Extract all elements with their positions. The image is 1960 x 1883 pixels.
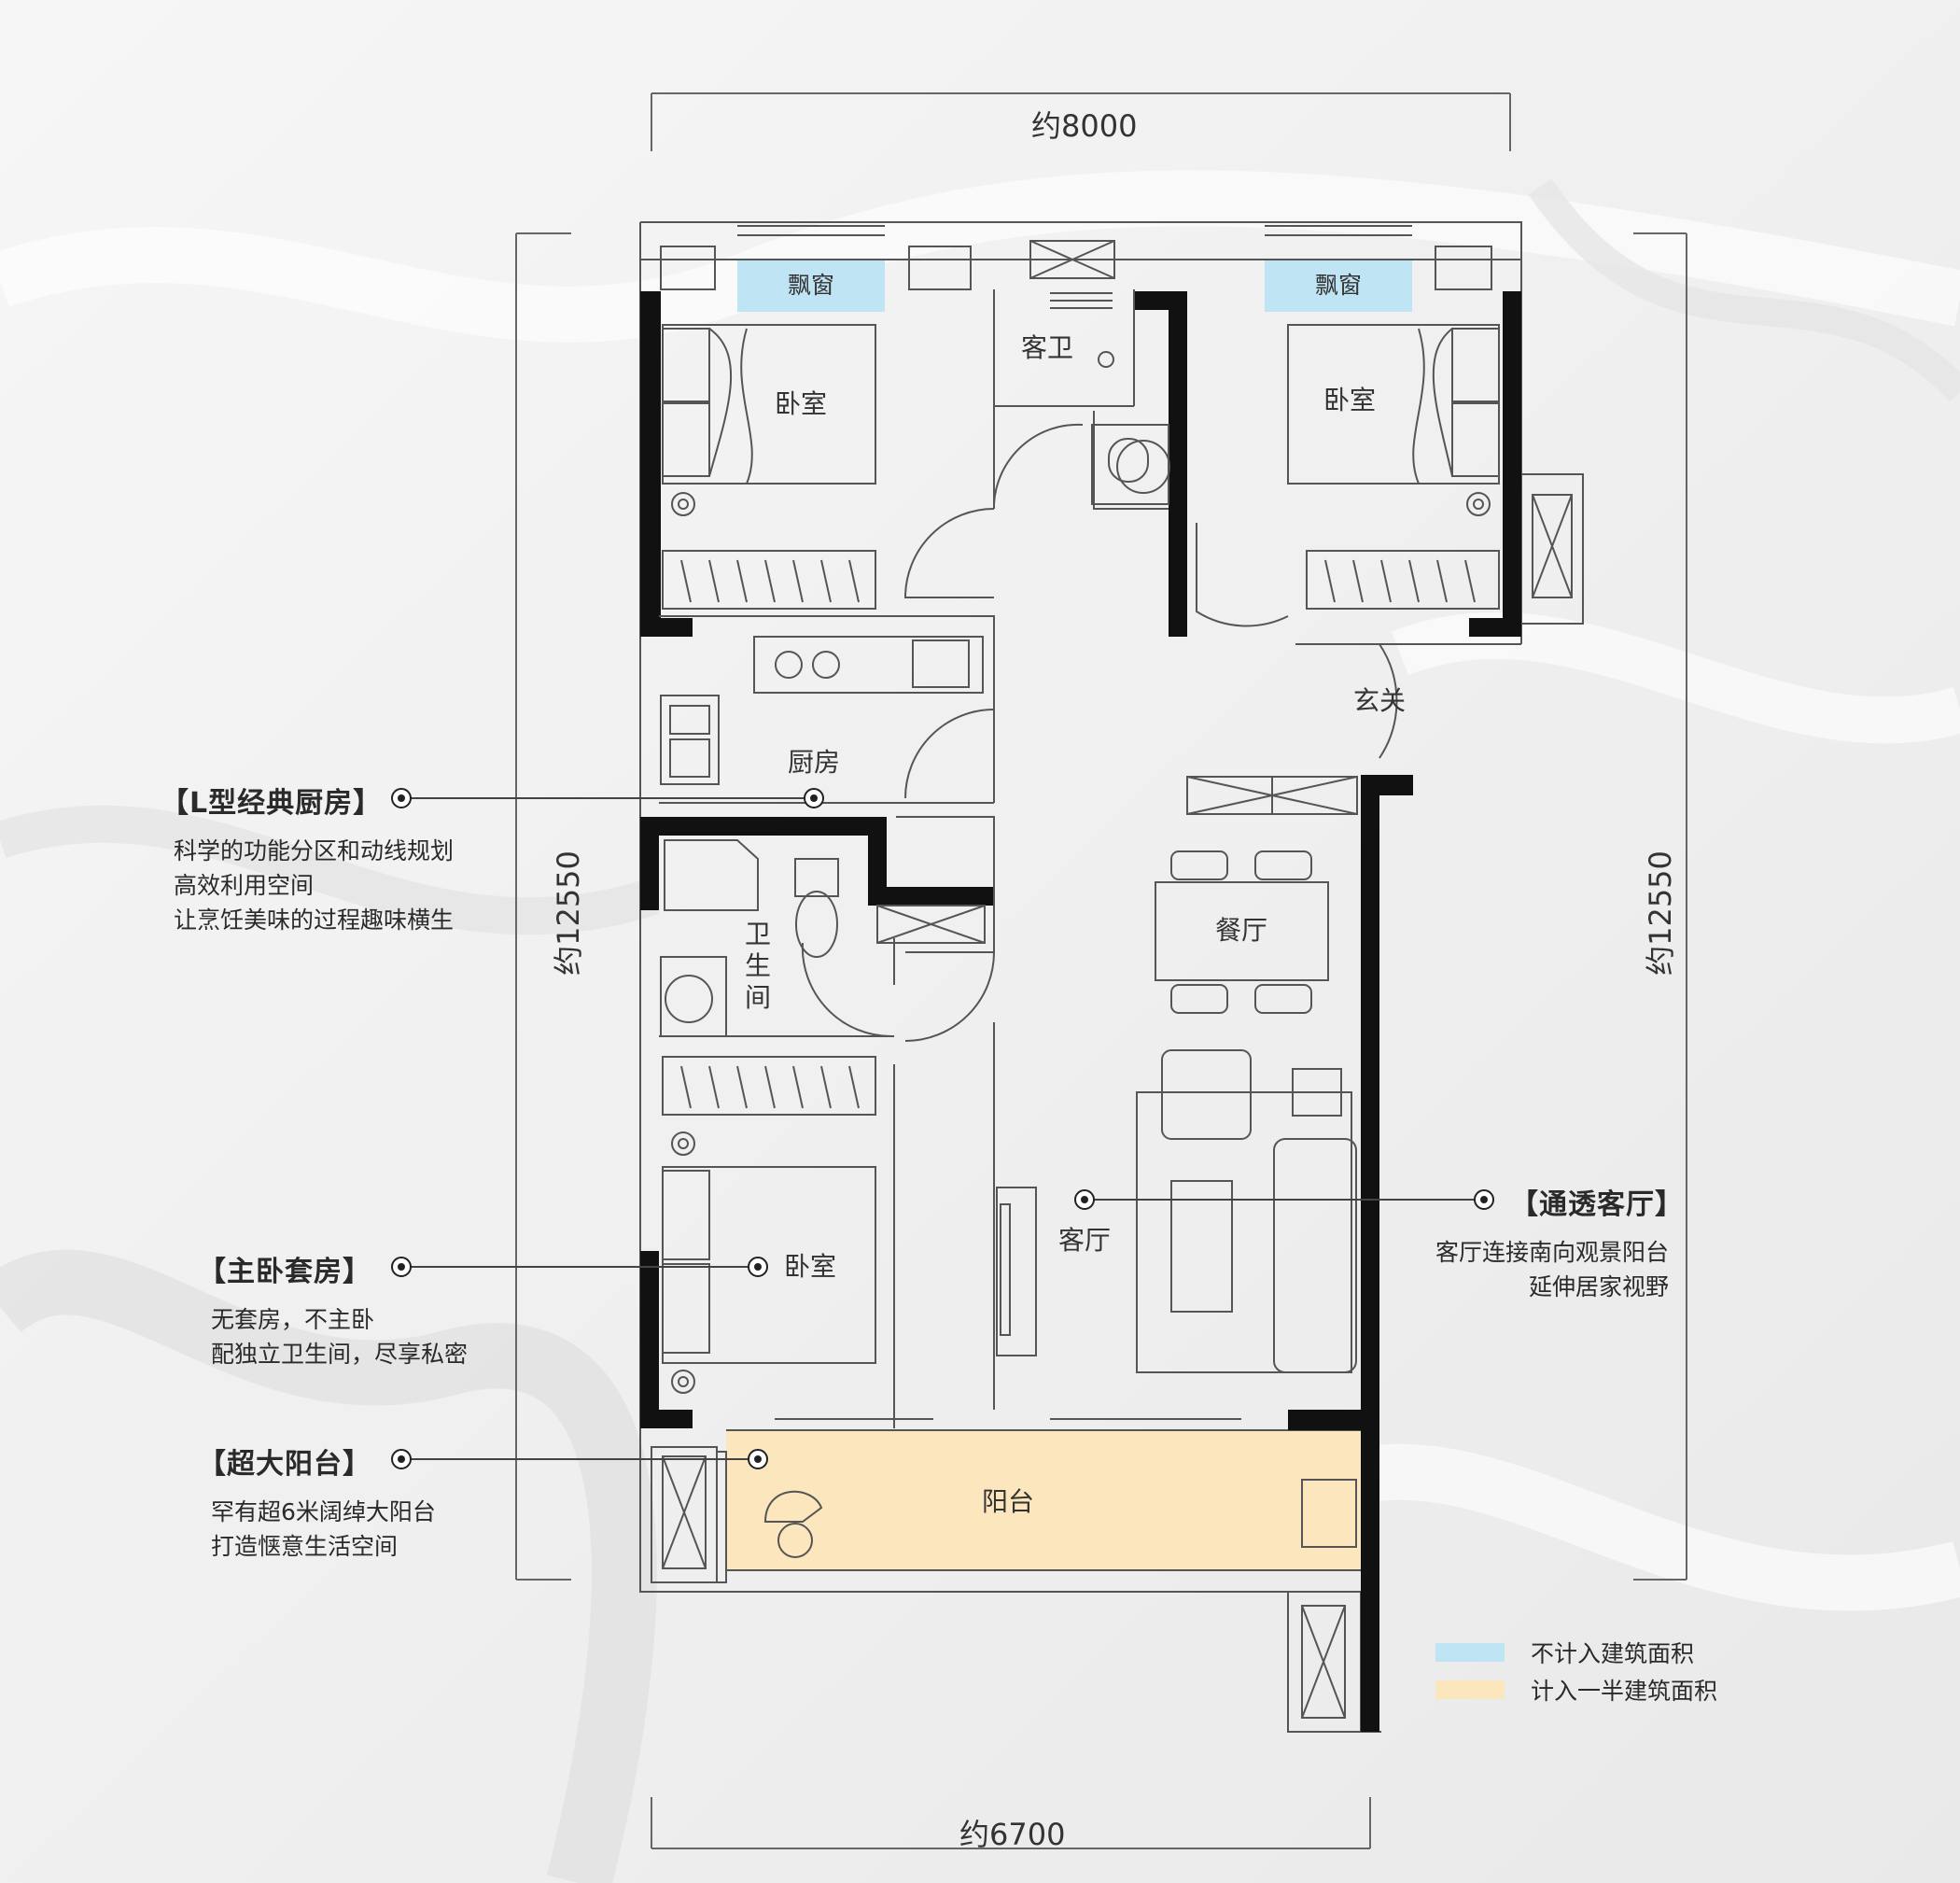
callout-balcony: 【超大阳台】 罕有超6米阔绰大阳台 打造惬意生活空间	[198, 1440, 436, 1564]
callout-kitchen-line: 科学的功能分区和动线规划	[174, 837, 455, 864]
dimension-right: 约12550	[1642, 850, 1678, 976]
legend-label: 计入一半建筑面积	[1531, 1678, 1718, 1705]
room-label-balcony: 阳台	[982, 1486, 1034, 1517]
legend-item: 计入一半建筑面积	[1435, 1671, 1717, 1708]
room-label-guest-bath: 客卫	[1021, 332, 1073, 363]
room-label-bedroom-1: 卧室	[775, 388, 827, 419]
callout-kitchen-line: 高效利用空间	[174, 872, 315, 899]
callout-living-title: 【通透客厅】	[1510, 1188, 1684, 1221]
legend-swatch	[1435, 1680, 1505, 1699]
doors	[801, 420, 1398, 1042]
dimension-lines	[515, 92, 1687, 1849]
room-label-bedroom-3: 卧室	[784, 1251, 836, 1282]
room-label-bedroom-2: 卧室	[1323, 385, 1376, 415]
callout-master-line: 无套房，不主卧	[211, 1306, 375, 1333]
legend-label: 不计入建筑面积	[1531, 1640, 1695, 1667]
room-label-entrance: 玄关	[1353, 685, 1406, 716]
room-label-living: 客厅	[1058, 1225, 1111, 1256]
callout-balcony-line: 罕有超6米阔绰大阳台	[211, 1498, 436, 1525]
callout-living-body: 客厅连接南向观景阳台 延伸居家视野	[1407, 1235, 1669, 1304]
callout-kitchen-line: 让烹饪美味的过程趣味横生	[174, 906, 455, 934]
furniture	[660, 324, 1500, 1558]
legend: 不计入建筑面积 计入一半建筑面积	[1435, 1634, 1717, 1708]
callout-balcony-title: 【超大阳台】	[198, 1448, 371, 1481]
dimension-top: 约8000	[1031, 108, 1138, 144]
callout-master-title: 【主卧套房】	[198, 1256, 371, 1288]
interior-walls	[659, 289, 1521, 1428]
balcony-area	[726, 1430, 1361, 1570]
callout-leaders	[401, 797, 1484, 1460]
callout-kitchen-title: 【L型经典厨房】	[161, 787, 383, 820]
walls	[640, 291, 1521, 1732]
legend-item: 不计入建筑面积	[1435, 1634, 1717, 1671]
callout-living: 【通透客厅】 客厅连接南向观景阳台 延伸居家视野	[1407, 1181, 1684, 1304]
room-label-dining: 餐厅	[1215, 915, 1267, 946]
bay-window-area-2	[1265, 260, 1412, 312]
room-label-kitchen: 厨房	[788, 747, 840, 778]
room-label-bay-window-1: 飘窗	[788, 272, 834, 299]
callout-master: 【主卧套房】 无套房，不主卧 配独立卫生间，尽享私密	[198, 1248, 468, 1371]
callout-kitchen-body: 科学的功能分区和动线规划 高效利用空间 让烹饪美味的过程趣味横生	[174, 834, 454, 937]
room-label-bay-window-2: 飘窗	[1315, 272, 1362, 299]
bay-window-area-1	[737, 260, 885, 312]
dimension-bottom: 约6700	[959, 1817, 1066, 1852]
legend-swatch	[1435, 1643, 1505, 1662]
callout-balcony-body: 罕有超6米阔绰大阳台 打造惬意生活空间	[211, 1495, 436, 1564]
callout-master-body: 无套房，不主卧 配独立卫生间，尽享私密	[211, 1302, 468, 1371]
callout-balcony-line: 打造惬意生活空间	[211, 1533, 399, 1560]
callout-kitchen: 【L型经典厨房】 科学的功能分区和动线规划 高效利用空间 让烹饪美味的过程趣味横…	[161, 780, 454, 937]
callout-living-line: 延伸居家视野	[1528, 1273, 1669, 1300]
dimension-left: 约12550	[550, 850, 586, 976]
callout-dots	[391, 788, 1494, 1469]
room-label-bathroom: 卫生间	[745, 919, 771, 1013]
callout-living-line: 客厅连接南向观景阳台	[1435, 1239, 1669, 1266]
callout-master-line: 配独立卫生间，尽享私密	[211, 1341, 469, 1368]
